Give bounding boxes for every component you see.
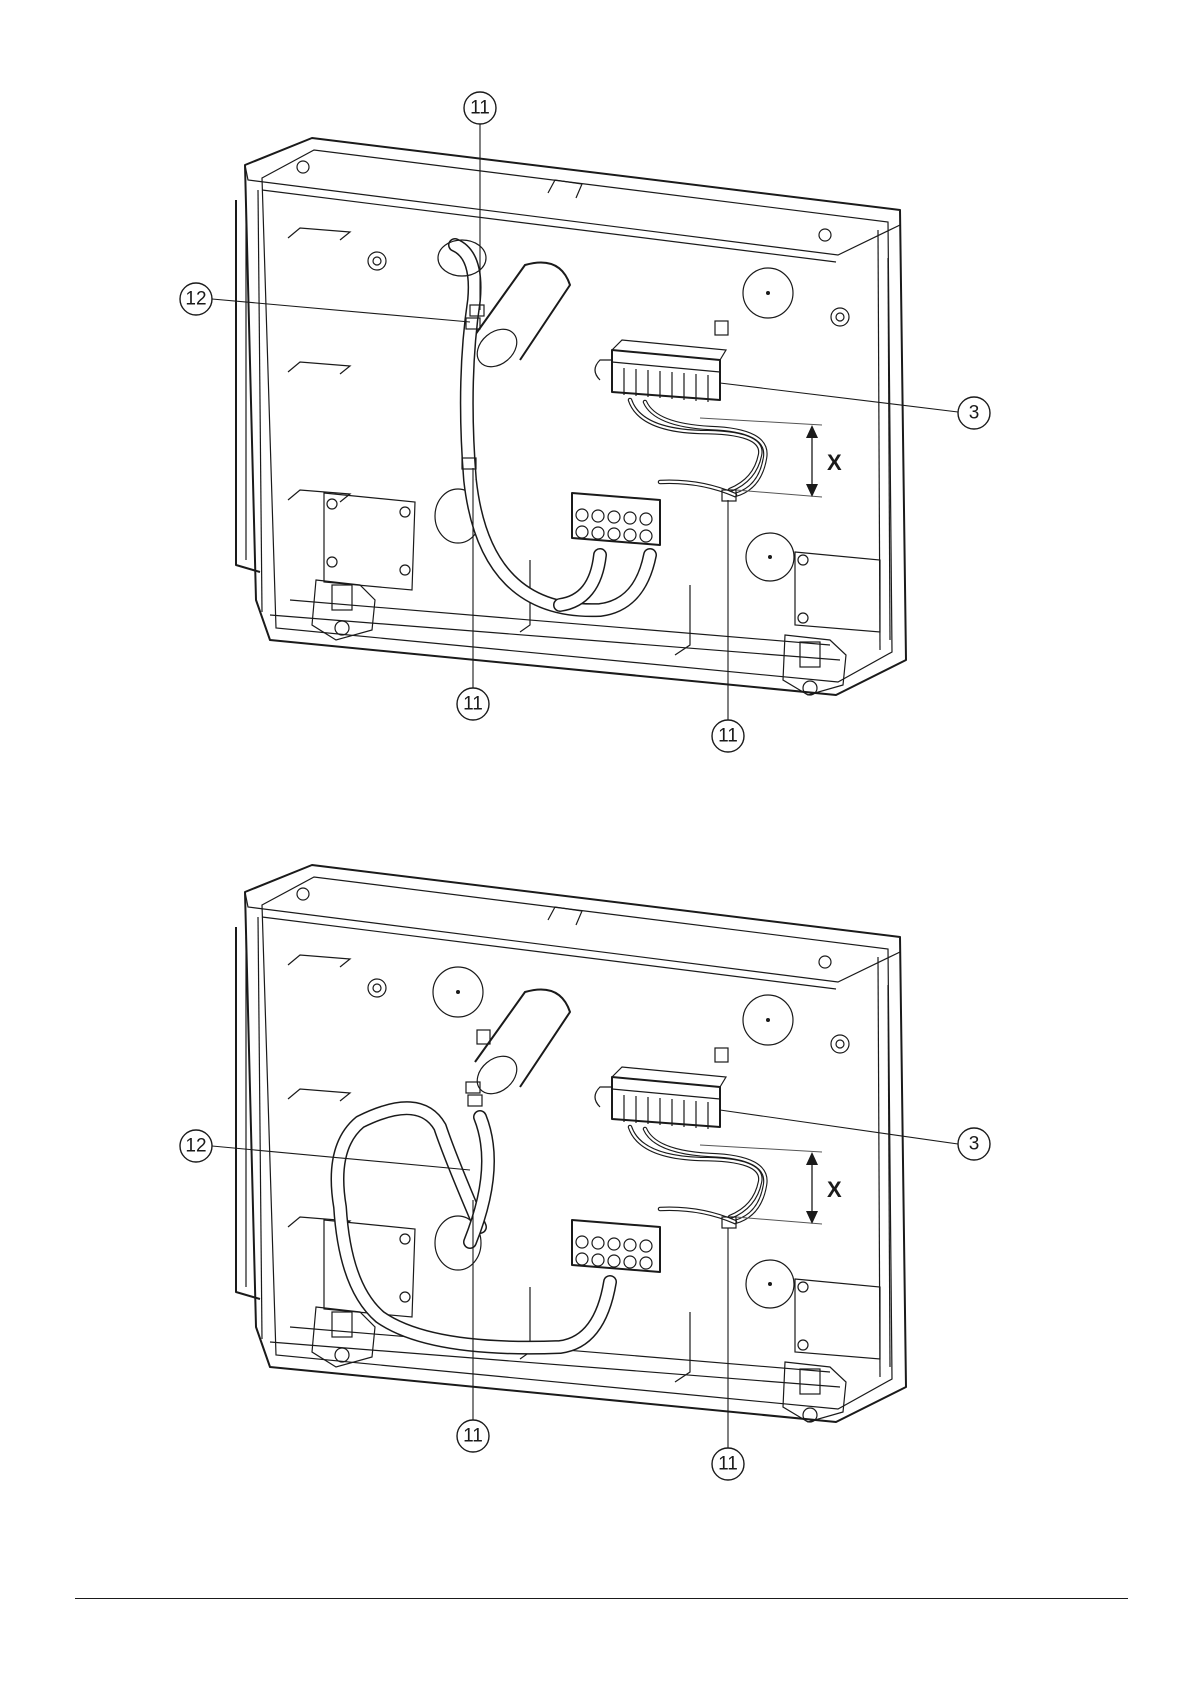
- figure-bottom-housing: [236, 865, 906, 1422]
- svg-text:11: 11: [470, 98, 490, 119]
- svg-text:11: 11: [718, 1454, 738, 1475]
- svg-text:11: 11: [718, 726, 738, 747]
- figure-top-connector-block: [572, 493, 660, 545]
- svg-text:3: 3: [969, 403, 980, 424]
- svg-text:11: 11: [463, 694, 483, 715]
- svg-text:12: 12: [185, 1136, 206, 1157]
- dimension-x-label: X: [827, 450, 842, 475]
- figure-bottom-callouts: 12 3 11 11: [180, 1110, 990, 1480]
- svg-text:12: 12: [185, 289, 206, 310]
- figure-top-wires: [630, 400, 765, 495]
- figure-top-terminal-block: [595, 340, 726, 402]
- svg-text:3: 3: [969, 1134, 980, 1155]
- footer-divider: [75, 1598, 1128, 1599]
- figure-top-callouts: 11 12 3 11 11: [180, 92, 990, 752]
- svg-text:11: 11: [463, 1426, 483, 1447]
- dimension-x-label: X: [827, 1177, 842, 1202]
